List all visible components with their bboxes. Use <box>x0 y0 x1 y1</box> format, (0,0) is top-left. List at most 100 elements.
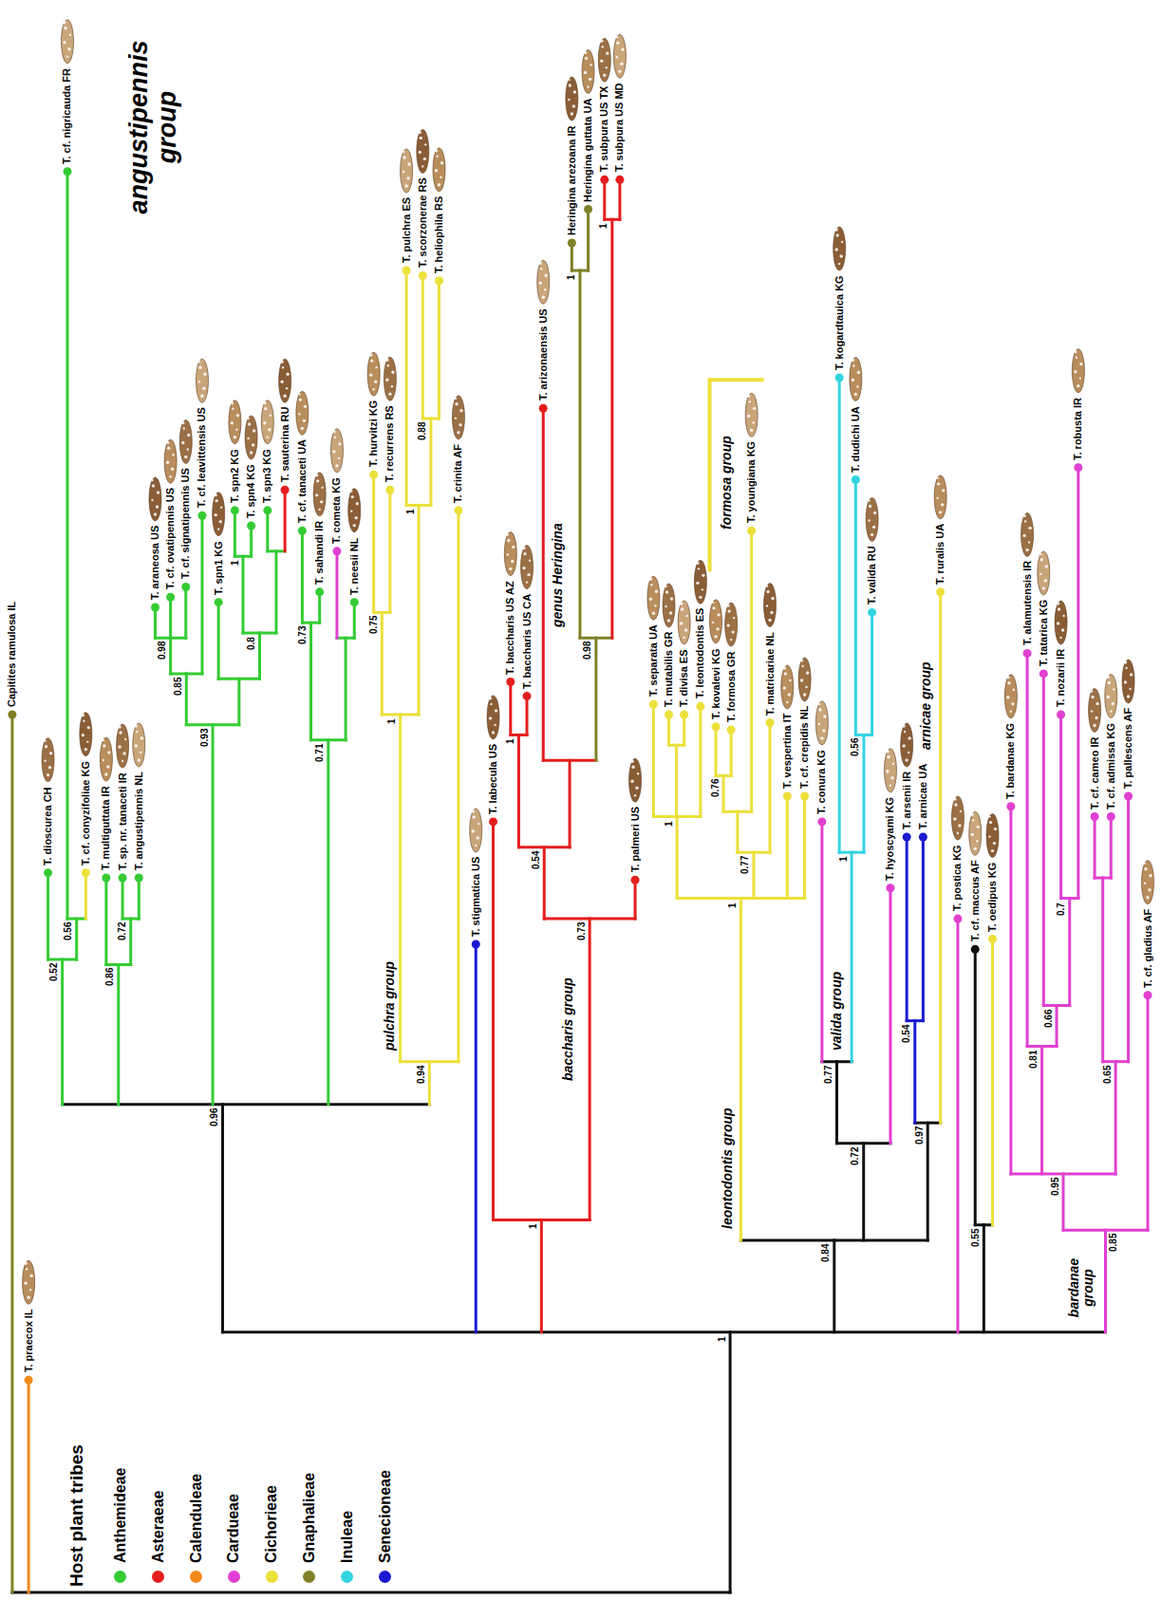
wing-spot <box>300 427 304 431</box>
wing-spot <box>332 449 336 453</box>
tree-branch <box>398 714 402 1063</box>
support-value: 0.54 <box>900 1023 913 1044</box>
wing-image <box>1037 551 1050 596</box>
tree-branch <box>835 1062 839 1144</box>
tree-branch <box>429 418 432 506</box>
tree-branch <box>855 733 872 737</box>
tree-branch <box>474 944 478 1333</box>
taxon-label: Capitites ramulosa IL <box>5 600 19 709</box>
wing-spot <box>993 827 997 831</box>
wing-image <box>22 1260 36 1305</box>
wing-spot <box>247 422 251 426</box>
tree-branch <box>1126 796 1130 1063</box>
taxon-label: T. leontodontis ES <box>693 607 707 700</box>
wing-spot <box>770 597 774 600</box>
wing-spot <box>726 603 730 607</box>
wing-spot <box>1079 376 1082 379</box>
support-value: 1 <box>505 738 517 747</box>
tree-branch <box>400 1060 459 1064</box>
wing-spot <box>698 596 702 600</box>
wing-spot <box>635 786 638 789</box>
taxon-label: T. subpura US MD <box>613 82 626 174</box>
wing-blade <box>865 497 879 542</box>
taxon-label: T. tatarica KG <box>1037 599 1050 668</box>
wing-image <box>149 477 162 522</box>
wing-spot <box>573 90 577 94</box>
tree-branch <box>568 760 572 847</box>
support-value: 0.96 <box>208 1106 221 1127</box>
wing-spot <box>107 750 111 754</box>
wing-spot <box>353 524 356 527</box>
wing-spot <box>1061 628 1065 632</box>
wing-blade <box>900 723 914 768</box>
wing-spot <box>616 56 618 58</box>
tip-dot <box>1090 812 1100 822</box>
wing-spot <box>941 488 945 492</box>
wing-image <box>116 724 130 768</box>
support-value: 0.93 <box>199 727 211 748</box>
wing-spot <box>940 503 944 506</box>
wing-spot <box>526 573 530 577</box>
wing-spot <box>822 729 825 732</box>
wing-spot <box>525 580 528 583</box>
wing-spot <box>727 609 731 613</box>
wing-image <box>279 358 292 403</box>
wing-spot <box>801 665 804 668</box>
wing-spot <box>391 371 394 375</box>
tip-dot <box>971 945 980 955</box>
tree-branch <box>974 1223 993 1227</box>
support-value: 0.84 <box>820 1242 832 1263</box>
support-value: 0.98 <box>581 640 594 661</box>
wing-spot <box>170 468 174 471</box>
taxon-label: T. cf. nigricauda FR <box>60 67 74 166</box>
tree-branch <box>1009 806 1012 1175</box>
wing-spot <box>166 461 169 465</box>
tree-branch <box>258 633 262 679</box>
wing-spot <box>971 813 974 817</box>
wing-spot <box>730 630 734 634</box>
wing-spot <box>726 623 730 627</box>
tree-branch <box>586 209 590 272</box>
taxon-label: T. arnicae UA <box>917 763 930 831</box>
tree-branch <box>242 556 245 634</box>
taxon-label: T. cf. conyzifoliae KG <box>79 760 93 867</box>
tree-branch <box>48 958 77 962</box>
tree-branch <box>525 696 529 736</box>
wing-spot <box>49 751 53 755</box>
tree-branch <box>421 275 425 419</box>
tree-branch <box>905 837 909 1022</box>
tree-branch <box>543 759 597 763</box>
wing-spot <box>867 519 870 522</box>
taxon-label: T. kovalevi KG <box>710 647 723 721</box>
tree-branch <box>517 734 521 847</box>
taxon-label: T. vespertina IT <box>781 712 794 790</box>
wing-spot <box>214 499 218 503</box>
tree-branch <box>456 510 460 1063</box>
wing-image <box>1004 674 1017 719</box>
wing-spot <box>854 393 858 396</box>
tip-dot <box>101 874 111 883</box>
tree-branch <box>168 597 172 638</box>
tip-dot <box>369 470 378 480</box>
wing-image <box>969 811 982 856</box>
wing-spot <box>102 739 105 742</box>
wing-spot <box>1007 681 1011 685</box>
wing-image <box>451 395 465 440</box>
wing-spot <box>570 112 574 115</box>
tip-dot <box>434 276 444 285</box>
wing-spot <box>697 567 700 570</box>
taxon-label: T. valida RU <box>865 545 879 607</box>
tip-dot <box>727 726 736 735</box>
tree-branch <box>249 525 253 557</box>
wing-image <box>613 34 626 78</box>
tree-branch <box>121 878 125 919</box>
wing-spot <box>1039 553 1042 556</box>
wing-image <box>745 393 758 437</box>
wing-spot <box>1123 660 1127 664</box>
tree-branch <box>218 677 260 681</box>
wing-spot <box>715 627 719 631</box>
wing-spot <box>617 70 621 74</box>
legend-title: Host plant tribes <box>66 1443 88 1589</box>
taxon-label: T. mutabilis GR <box>662 630 675 708</box>
tree-branch <box>311 738 347 742</box>
